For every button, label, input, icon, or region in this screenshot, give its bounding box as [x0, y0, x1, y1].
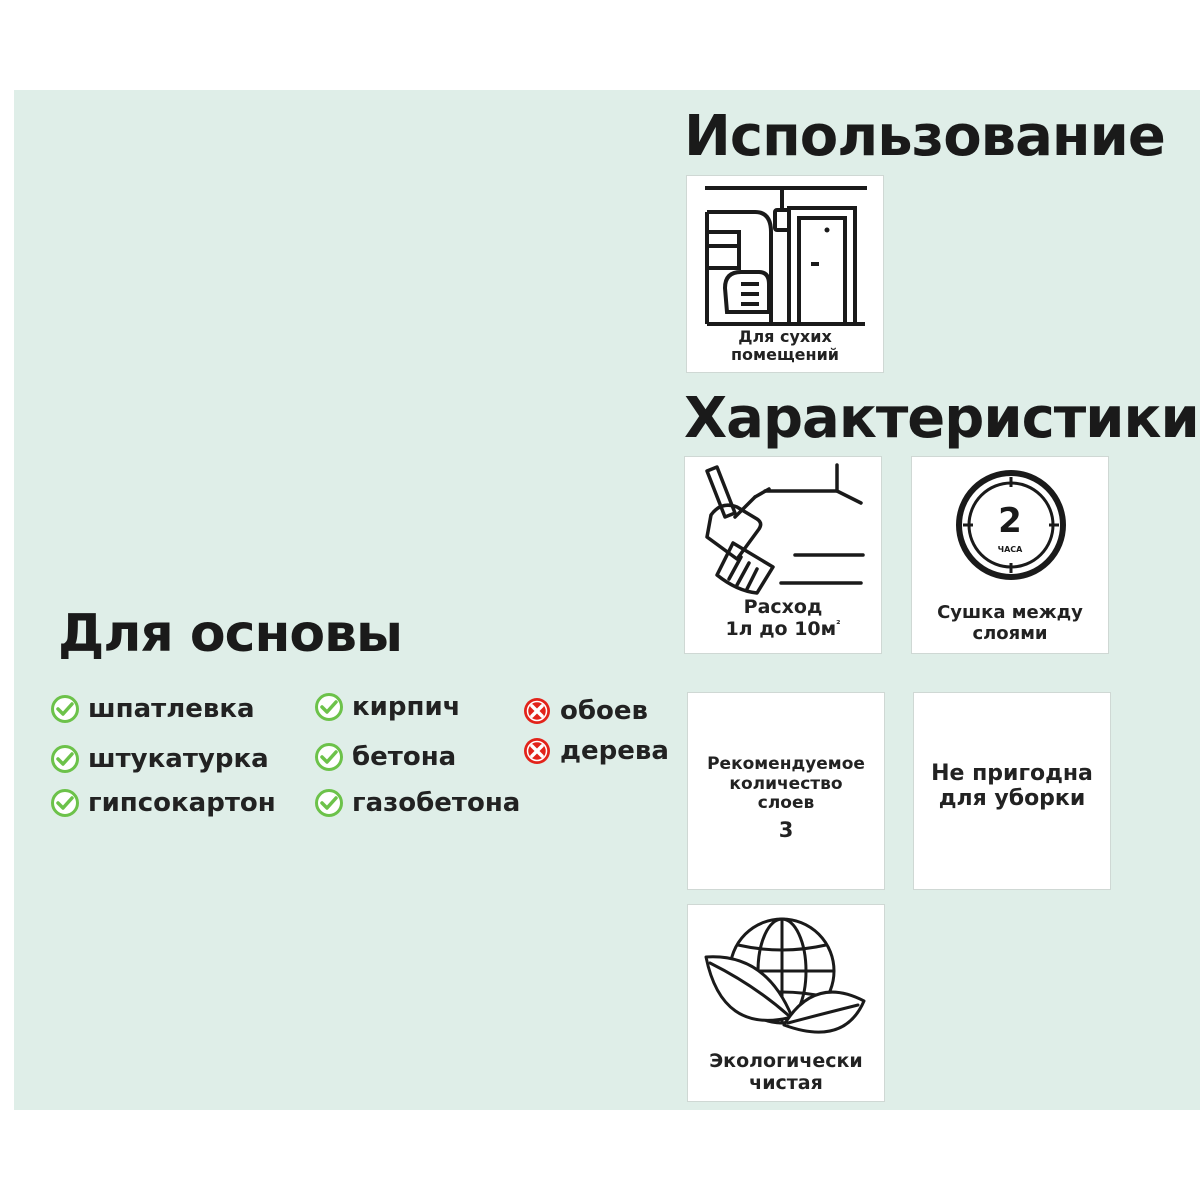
- usage-card-dry-rooms: Для сухих помещений: [686, 175, 884, 373]
- drying-label: Сушка между слоями: [937, 602, 1083, 644]
- check-icon: [315, 693, 343, 721]
- check-icon: [51, 695, 79, 723]
- check-icon: [51, 789, 79, 817]
- suitable-item: гипсокартон: [50, 788, 276, 818]
- cross-icon: [524, 738, 550, 764]
- check-icon: [315, 743, 343, 771]
- usage-title: Использование: [684, 104, 1166, 169]
- clock-unit: ЧАСА: [997, 545, 1023, 554]
- eco-card: Экологически чистая: [687, 904, 885, 1102]
- suitable-item: штукатурка: [50, 744, 269, 774]
- clock-value: 2: [998, 501, 1022, 541]
- room-interior-icon: [705, 186, 867, 326]
- check-icon: [51, 745, 79, 773]
- cleaning-label: Не пригодна для уборки: [931, 761, 1093, 812]
- drying-card: 2 ЧАСА Сушка между слоями: [911, 456, 1109, 654]
- layers-label: Рекомендуемое количество слоев 3: [688, 754, 884, 842]
- suitable-item: газобетона: [314, 788, 520, 818]
- consumption-label: Расход 1л до 10м²: [725, 596, 841, 640]
- layers-value: 3: [778, 817, 794, 842]
- usage-card-label: Для сухих помещений: [731, 327, 839, 365]
- base-title: Для основы: [58, 604, 403, 664]
- unsuitable-item: дерева: [522, 736, 669, 766]
- cross-icon: [524, 698, 550, 724]
- suitable-item: кирпич: [314, 692, 461, 722]
- eco-label: Экологически чистая: [709, 1050, 863, 1094]
- cleaning-card: Не пригодна для уборки: [913, 692, 1111, 890]
- consumption-card: Расход 1л до 10м²: [684, 456, 882, 654]
- check-icon: [315, 789, 343, 817]
- suitable-item: бетона: [314, 742, 456, 772]
- suitable-item: шпатлевка: [50, 694, 255, 724]
- unsuitable-item: обоев: [522, 696, 648, 726]
- brush-painting-icon: [705, 463, 865, 595]
- layers-card: Рекомендуемое количество слоев 3: [687, 692, 885, 890]
- globe-leaves-icon: [704, 917, 866, 1034]
- clock-icon: [956, 470, 1066, 580]
- characteristics-title: Характеристики: [684, 386, 1200, 451]
